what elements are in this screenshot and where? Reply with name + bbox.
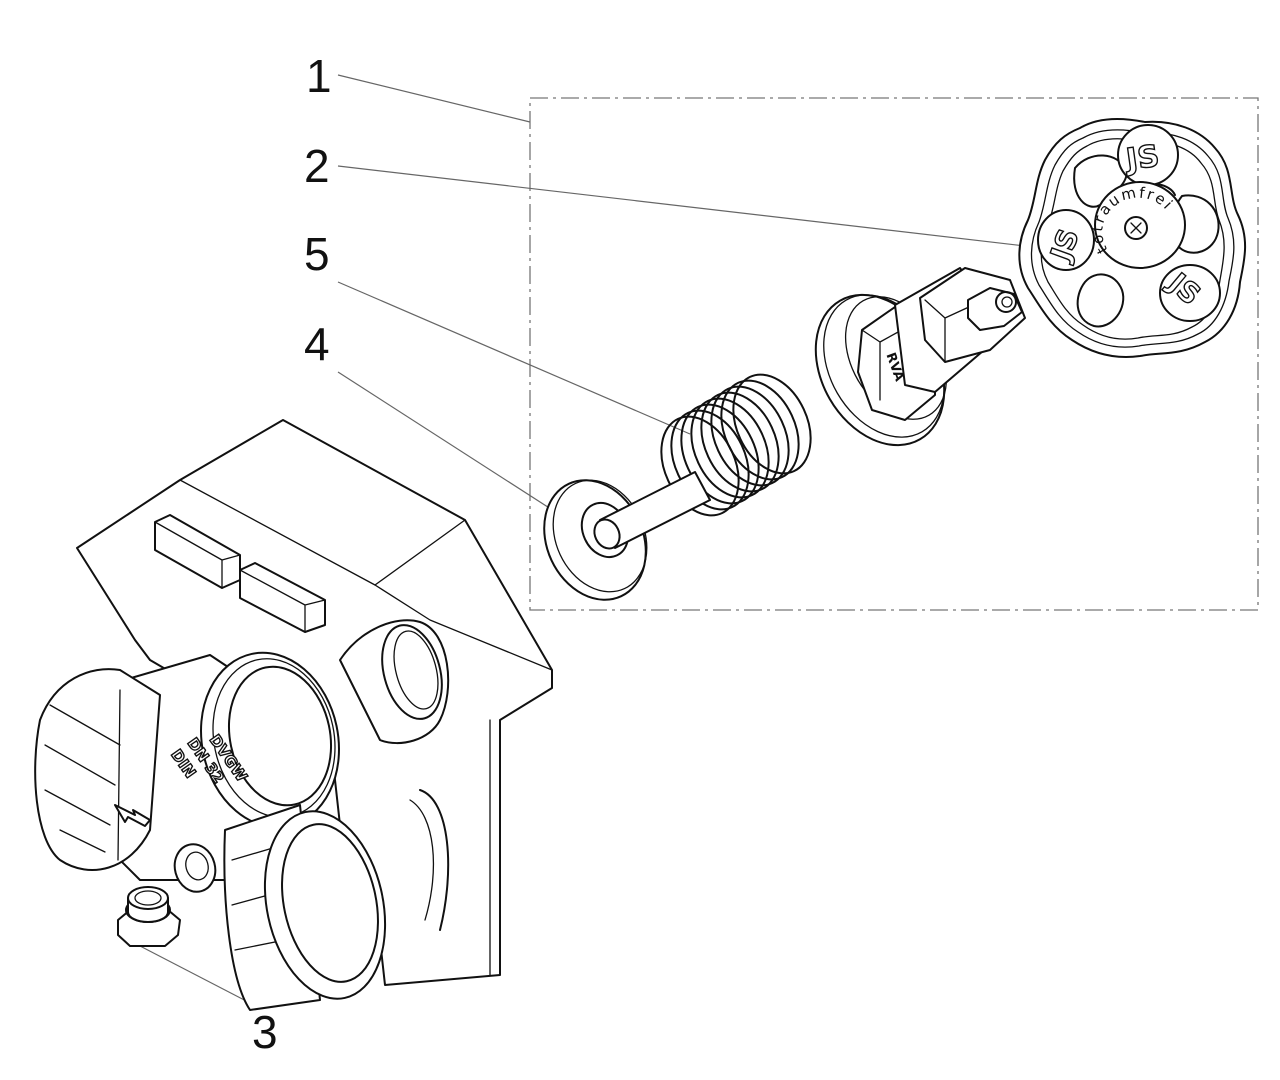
spring — [660, 373, 812, 517]
bonnet-upper-part: RVA — [814, 267, 1026, 447]
leader-line-4 — [337, 371, 569, 521]
assembly-frame — [529, 97, 1259, 611]
valve-disc-with-stem — [543, 471, 711, 601]
leader-lines — [139, 74, 1026, 1005]
leader-line-3 — [139, 945, 253, 1005]
callout-4: 4 — [304, 318, 330, 370]
drain-plug — [117, 886, 181, 947]
leader-line-1 — [337, 74, 531, 123]
callout-numbers: 1 2 5 4 3 — [252, 50, 332, 1058]
callout-3: 3 — [252, 1006, 278, 1058]
callout-2: 2 — [304, 140, 330, 192]
handwheel: JS JS JS totraumfrei — [1018, 117, 1247, 358]
callout-1: 1 — [306, 50, 332, 102]
valve-body: DVGW DN 32 DIN — [34, 619, 450, 1011]
flow-arrow-icon — [114, 804, 151, 827]
callout-5: 5 — [304, 228, 330, 280]
leader-line-2 — [337, 165, 1026, 247]
leader-line-5 — [337, 281, 691, 435]
knob-logo-top: JS — [1122, 139, 1161, 179]
